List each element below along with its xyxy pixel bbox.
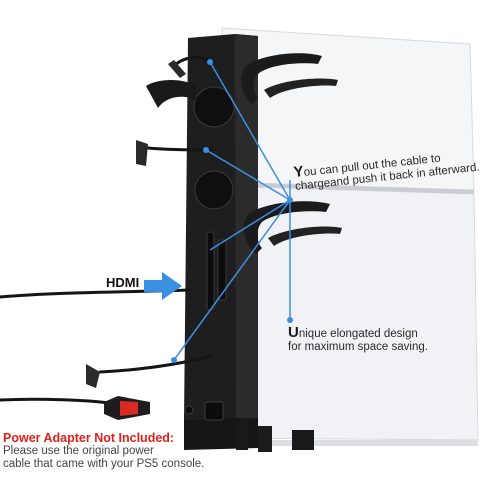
power-note-line2: cable that came with your PS5 console. xyxy=(3,457,205,470)
port-slot-2 xyxy=(217,239,227,301)
controller-hook-upper xyxy=(241,53,338,104)
stand-base xyxy=(236,418,314,452)
callout-design-capital: U xyxy=(288,324,299,341)
power-adapter-note: Power Adapter Not Included: Please use t… xyxy=(3,431,204,470)
charging-stand xyxy=(184,34,258,450)
callout-design: Unique elongated design for maximum spac… xyxy=(288,324,428,354)
ps5-console xyxy=(221,27,479,446)
callout-design-line2: for maximum space saving. xyxy=(288,341,428,353)
callout-design-line1: nique elongated design xyxy=(298,328,418,340)
hdmi-label: HDMI xyxy=(106,275,140,290)
indicator-dots xyxy=(171,59,293,363)
cable-connectors xyxy=(86,60,186,420)
power-led-port xyxy=(184,405,194,415)
controller-hook-lower xyxy=(243,201,342,254)
hdmi-arrow-icon xyxy=(144,272,182,300)
vent-hole-top xyxy=(193,86,235,128)
indicator-lines xyxy=(173,61,291,361)
power-note-line1: Please use the original power xyxy=(3,445,154,457)
usb-port xyxy=(204,401,224,421)
front-clip xyxy=(146,80,196,108)
vent-hole-middle xyxy=(194,170,234,210)
port-slot-1 xyxy=(206,231,215,311)
power-warning: Power Adapter Not Included: xyxy=(3,431,175,445)
